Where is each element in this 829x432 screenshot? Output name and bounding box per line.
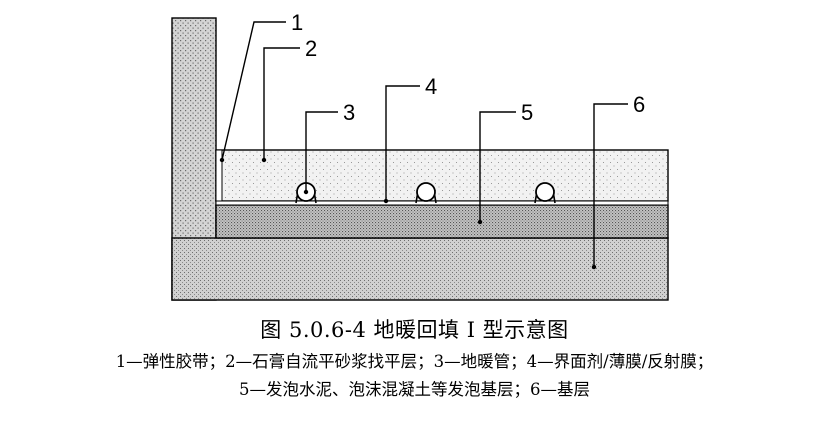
callout-5: 5 [521,100,533,125]
interface-film-layer [215,200,669,206]
leader-line-6 [593,103,628,267]
leader-line-5 [479,111,516,222]
figure-legend-line-1: 1—弹性胶带；2—石膏自流平砂浆找平层；3—地暖管；4—界面剂/薄膜/反射膜； [115,352,714,371]
figure-caption-title: 图 5.0.6-4 地暖回填 I 型示意图 [260,318,569,342]
leader-line-2 [263,47,300,160]
leader-line-4 [385,85,420,201]
foam-base-layer [215,204,669,239]
leader-lines [221,21,628,267]
leader-line-3 [305,111,338,192]
heating-pipe [415,182,437,204]
elastic-tape-strip [215,149,223,202]
callout-2: 2 [305,36,317,61]
callout-4: 4 [425,74,437,99]
callout-3: 3 [343,100,355,125]
floor-heating-section-diagram: 1 2 3 4 5 6 [171,10,669,301]
screed-layer [215,149,669,202]
callout-1: 1 [291,10,303,35]
callout-6: 6 [633,92,645,117]
base-layer [171,237,669,301]
leader-dots [219,157,597,270]
figure-legend-line-2: 5—发泡水泥、泡沫混凝土等发泡基层；6—基层 [239,380,590,399]
heating-pipe [534,182,556,204]
leader-line-1 [221,21,286,161]
